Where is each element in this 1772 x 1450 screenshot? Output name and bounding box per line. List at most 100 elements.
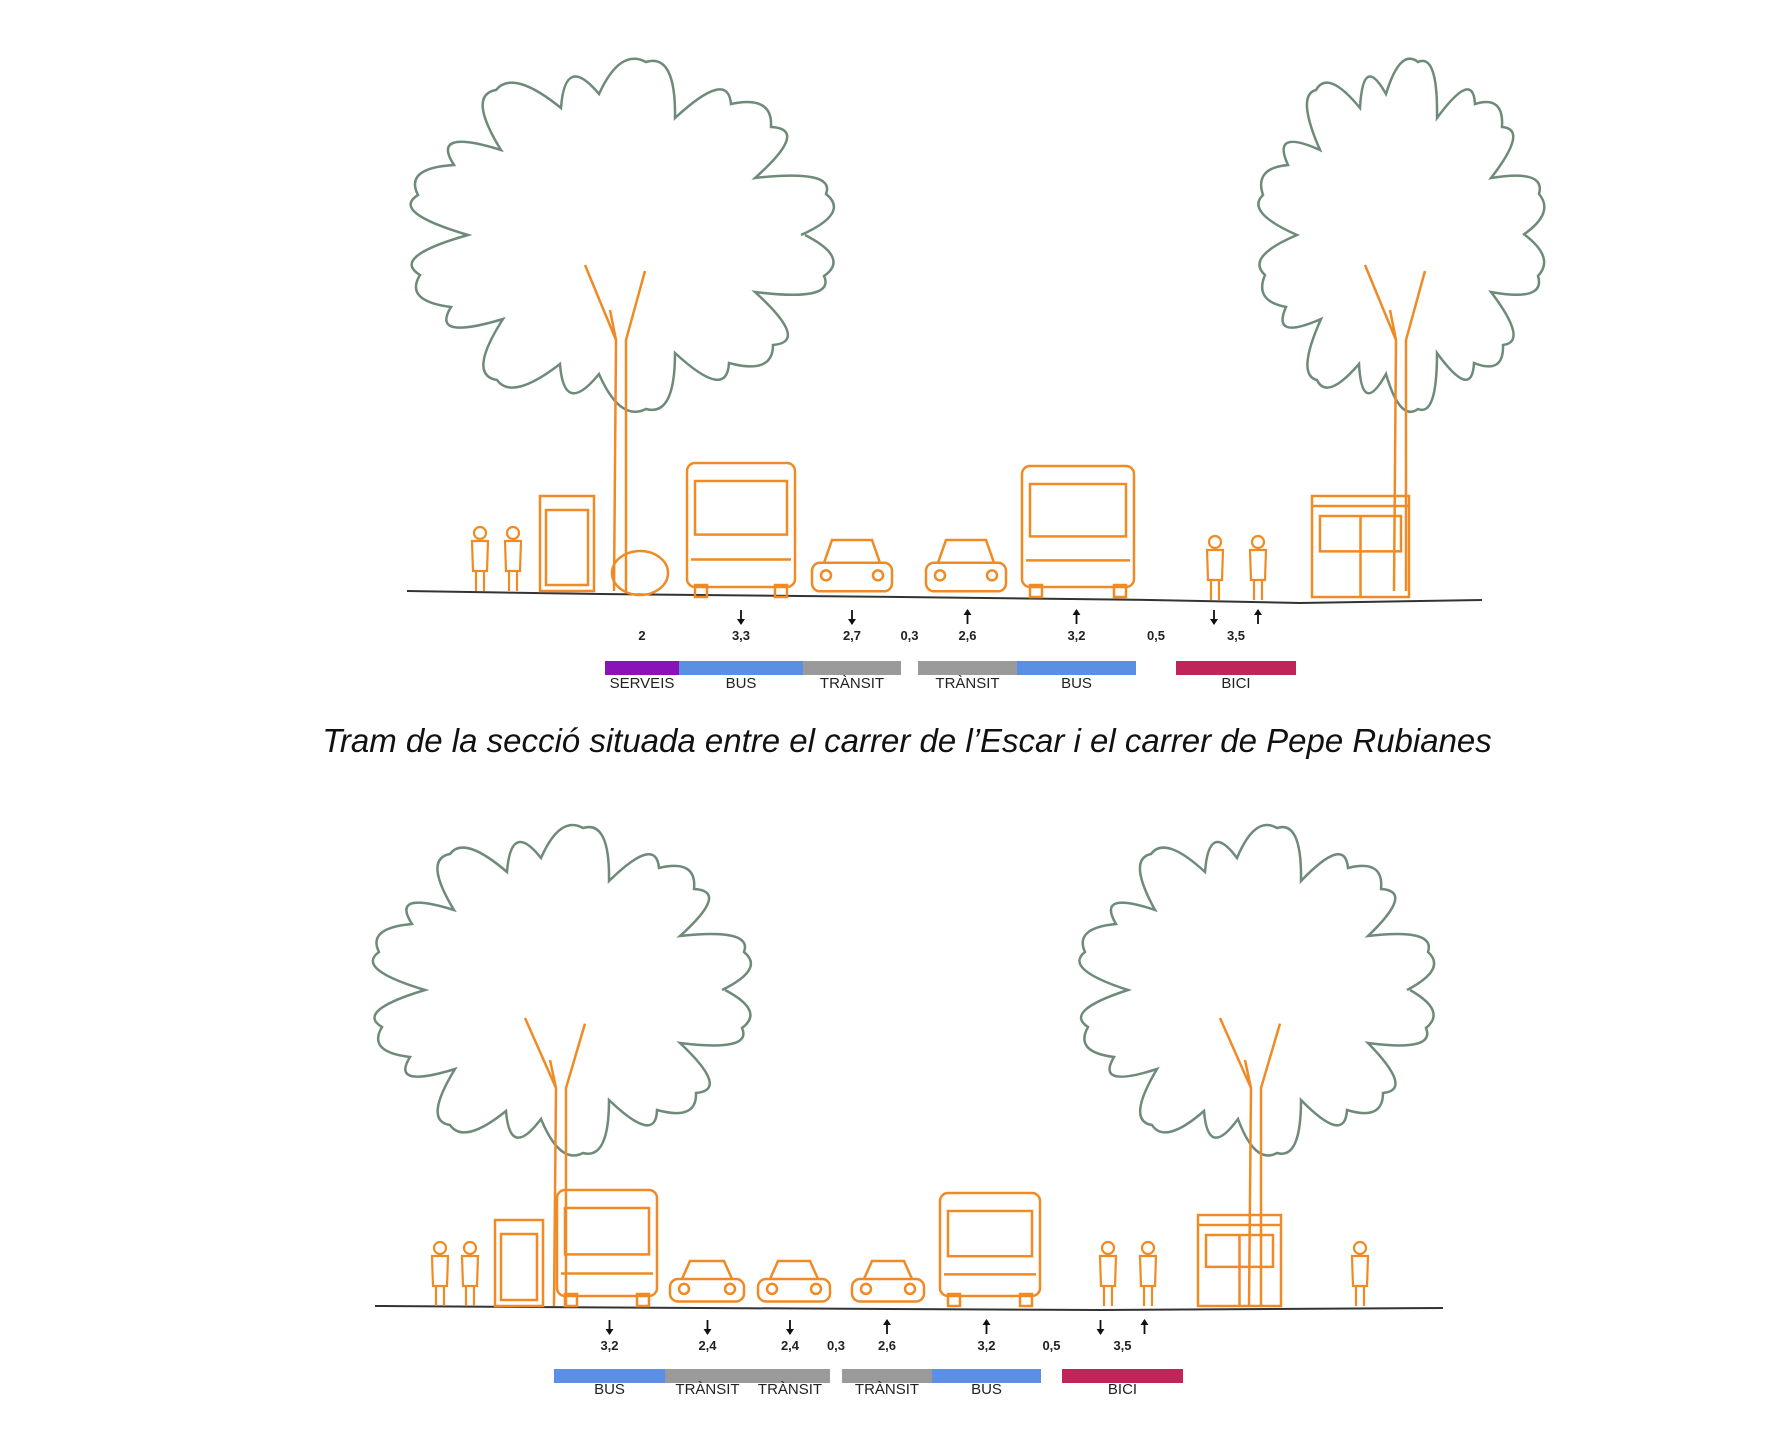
shelter-panel (544, 508, 590, 587)
person-body (1350, 1254, 1370, 1306)
bus-right-1 (1020, 464, 1136, 599)
ground-line-1 (406, 590, 1483, 605)
lane-label: BUS (726, 675, 757, 692)
wheel (773, 583, 789, 599)
lane-label: TRÀNSIT (758, 1381, 822, 1398)
person-head (472, 525, 488, 541)
wheel (946, 1292, 962, 1308)
tree-trunk (1363, 264, 1427, 592)
car-headlight (723, 1282, 737, 1296)
car-roof (822, 538, 882, 564)
car-headlight (819, 569, 833, 582)
wheel (1028, 583, 1044, 599)
direction-arrowhead (848, 619, 856, 625)
wheel (1018, 1292, 1034, 1308)
person-head (1100, 1240, 1116, 1256)
lane-width: 2 (638, 628, 645, 643)
direction-arrowhead (1072, 609, 1081, 615)
tree-left-2 (371, 823, 753, 1307)
tree-left-1 (409, 57, 836, 592)
tree-right-2 (1078, 823, 1436, 1307)
lane-label: BICI (1108, 1381, 1137, 1398)
person-body (1248, 548, 1268, 600)
person-head (1250, 534, 1266, 550)
direction-arrowhead (1254, 609, 1262, 615)
cyclist (1098, 1240, 1118, 1306)
lane-label: TRÀNSIT (820, 675, 884, 692)
lane-width: 3,2 (600, 1338, 618, 1353)
cyclist (1248, 534, 1268, 600)
pedestrian (470, 525, 490, 591)
lane-label: BUS (594, 1381, 625, 1398)
bus-body (685, 461, 797, 589)
lane-label: TRÀNSIT (855, 1381, 919, 1398)
direction-arrowhead (1096, 1329, 1105, 1335)
lane-width: 3,5 (1227, 628, 1245, 643)
pedestrian (503, 525, 523, 591)
bus-windshield (1028, 482, 1128, 538)
tree-foliage (1078, 823, 1436, 1157)
lane-width: 2,4 (698, 1338, 717, 1353)
car-body (924, 561, 1008, 593)
lane-bar-bici (1176, 661, 1296, 675)
pedestrian (430, 1240, 450, 1306)
bus-stop-shelter (538, 494, 596, 593)
car-roof (680, 1259, 734, 1280)
direction-arrowhead (1140, 1319, 1149, 1325)
lane-width: 0,5 (1147, 628, 1165, 643)
shelter-frame (538, 494, 596, 593)
tree-foliage (409, 57, 836, 414)
lane-bar-bus (679, 661, 803, 675)
lane-bar-transit (918, 661, 1017, 675)
car-headlight (903, 1282, 917, 1296)
person-body (1138, 1254, 1158, 1306)
car-body (810, 561, 894, 593)
direction-arrowhead (703, 1329, 712, 1335)
car-1 (810, 538, 894, 593)
bus-body (938, 1191, 1042, 1298)
bus-body (1020, 464, 1136, 589)
bus-windshield (563, 1206, 651, 1256)
person-body (430, 1254, 450, 1306)
tree-foliage (371, 823, 753, 1157)
lane-width: 0,3 (827, 1338, 845, 1353)
tree-trunk (523, 1017, 587, 1307)
lane-bar-transit (803, 661, 901, 675)
car-3 (850, 1259, 926, 1303)
lane-bar-serveis (605, 661, 679, 675)
car-body (850, 1277, 926, 1303)
lane-label: TRÀNSIT (935, 675, 999, 692)
lane-width: 3,3 (732, 628, 750, 643)
lane-bar-bici (1062, 1369, 1183, 1383)
car-headlight (677, 1282, 691, 1296)
person-body (460, 1254, 480, 1306)
person-body (1098, 1254, 1118, 1306)
bus-windshield (693, 479, 789, 536)
lane-width: 2,6 (878, 1338, 896, 1353)
shelter-frame (493, 1218, 545, 1308)
lane-bar-transit (665, 1369, 750, 1383)
cyclist (1138, 1240, 1158, 1306)
lane-width: 3,5 (1113, 1338, 1131, 1353)
lane-width: 3,2 (1067, 628, 1085, 643)
car-1 (668, 1259, 746, 1303)
lane-label: BICI (1221, 675, 1250, 692)
person-body (1205, 548, 1225, 600)
car-roof (936, 538, 996, 564)
lane-label: SERVEIS (610, 675, 675, 692)
kiosk-1 (1310, 494, 1411, 599)
car-headlight (871, 569, 885, 582)
lane-width: 2,4 (781, 1338, 800, 1353)
car-body (756, 1277, 832, 1303)
bus-windshield (946, 1209, 1034, 1258)
person-head (1352, 1240, 1368, 1256)
section-caption: Tram de la secció situada entre el carre… (322, 722, 1492, 759)
car-headlight (809, 1282, 823, 1296)
cyclist (1205, 534, 1225, 600)
wheel (563, 1292, 579, 1308)
car-headlight (933, 569, 947, 582)
bus-left-2 (555, 1188, 659, 1308)
